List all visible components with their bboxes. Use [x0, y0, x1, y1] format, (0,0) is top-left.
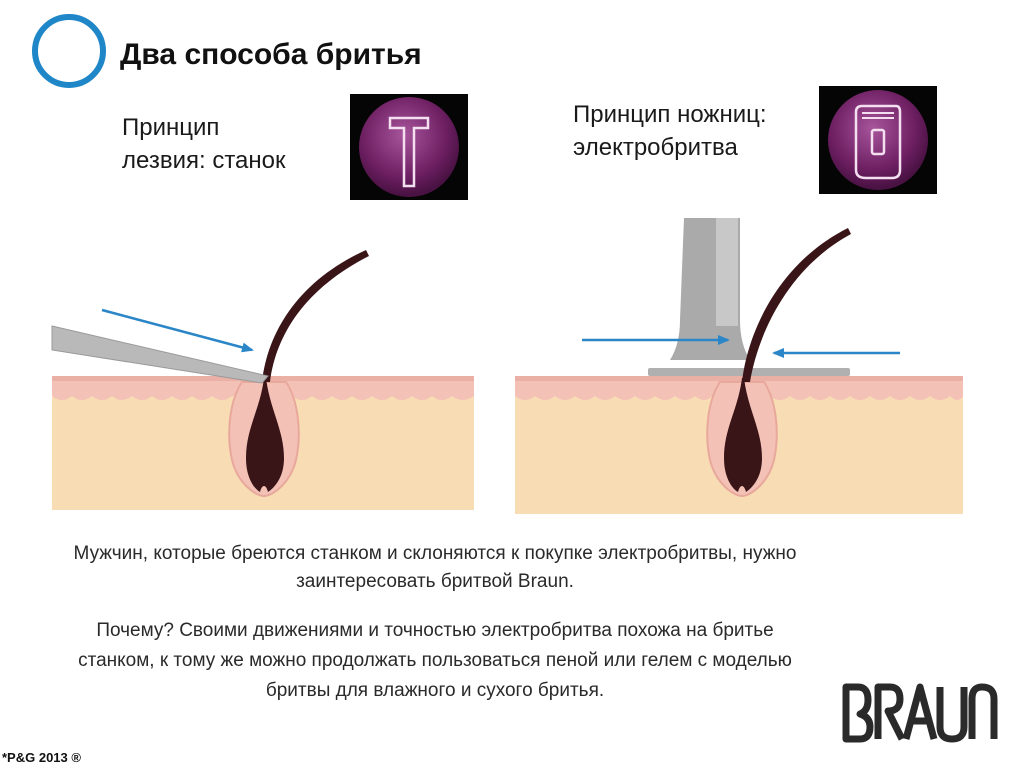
caption-p2-line1: Почему? Своими движениями и точностью эл… — [96, 620, 774, 641]
caption-block: Мужчин, которые бреются станком и склоня… — [40, 540, 830, 726]
right-hair-strand — [742, 228, 851, 382]
blade-method-label: Принцип лезвия: станок — [122, 111, 286, 177]
right-skin-panel — [515, 376, 963, 514]
shaving-diagram — [51, 86, 963, 514]
caption-paragraph-2: Почему? Своими движениями и точностью эл… — [40, 616, 830, 706]
caption-p2-line3: бритвы для влажного и сухого бритья. — [265, 680, 605, 701]
braun-logo — [842, 683, 998, 743]
left-hair-strand — [262, 250, 369, 382]
scissors-label-line2: электробритва — [573, 134, 738, 161]
shaver-head — [648, 218, 850, 376]
blade-label-line2: лезвия: станок — [122, 147, 286, 174]
blade-label-line1: Принцип — [122, 114, 220, 141]
copyright-note: *P&G 2013 ® — [2, 750, 81, 765]
electric-shaver-icon — [819, 86, 937, 194]
caption-p1-line2: заинтересовать бритвой Braun. — [296, 571, 574, 592]
razor-blade — [51, 325, 269, 384]
left-blade-arrow — [101, 308, 254, 353]
caption-p1-line1: Мужчин, которые бреются станком и склоня… — [73, 543, 797, 564]
slide-title: Два способа бритья — [120, 38, 422, 71]
left-skin-panel — [52, 376, 474, 510]
caption-paragraph-1: Мужчин, которые бреются станком и склоня… — [40, 540, 830, 596]
razor-icon — [350, 94, 468, 200]
section-circle-marker — [32, 14, 106, 88]
caption-p2-line2: станком, к тому же можно продолжать поль… — [78, 650, 792, 671]
scissors-label-line1: Принцип ножниц: — [573, 101, 767, 128]
scissors-method-label: Принцип ножниц: электробритва — [573, 98, 767, 164]
